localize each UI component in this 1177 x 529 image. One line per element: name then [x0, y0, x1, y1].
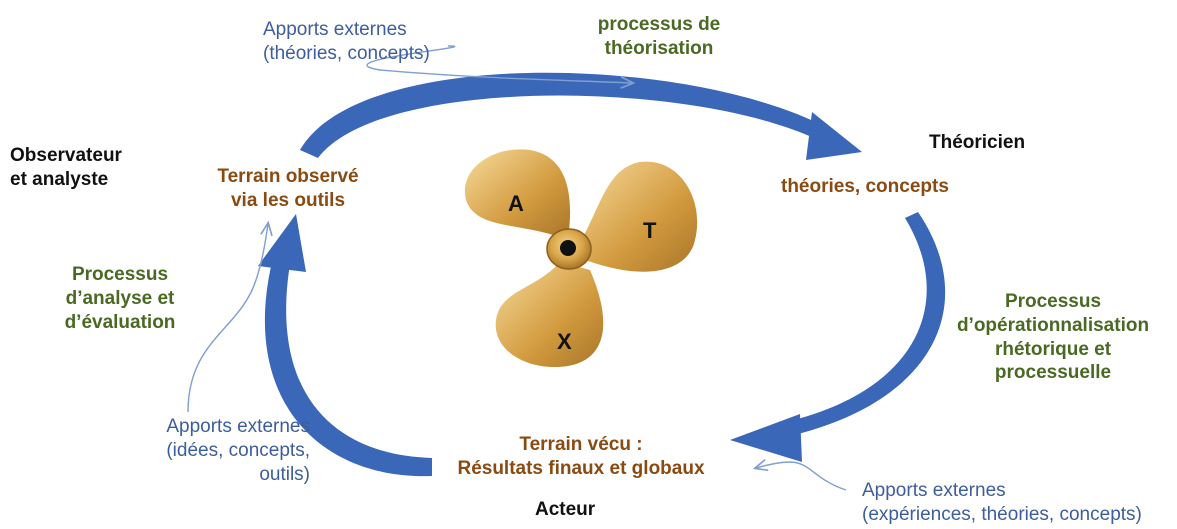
process-analysis: Processus d’analyse et d’évaluation	[45, 263, 195, 334]
role-observer: Observateur et analyste	[10, 144, 122, 192]
stage-observed-line-1: Terrain observé	[217, 166, 359, 187]
process-operationalisation-line-3: rhétorique et	[994, 338, 1112, 360]
process-analysis-line-2: d’analyse et	[65, 287, 175, 309]
propeller-blade-x	[495, 262, 604, 368]
external-input-bottom-line-1: Apports externes	[862, 480, 1006, 501]
input-arrow-top	[366, 45, 632, 83]
propeller-letter-a: A	[508, 191, 524, 216]
propeller-icon	[464, 149, 698, 368]
propeller-letter-t: T	[643, 218, 657, 243]
external-input-top-line-1: Apports externes	[263, 19, 407, 40]
input-arrow-bottom	[756, 462, 847, 491]
cycle-arrow-left	[258, 214, 432, 477]
external-input-bottom: Apports externes (expériences, théories,…	[862, 479, 1142, 527]
role-observer-line-1: Observateur	[10, 145, 122, 166]
stage-lived-line-1: Terrain vécu :	[519, 434, 643, 455]
stage-observed: Terrain observé via les outils	[198, 165, 378, 213]
process-operationalisation: Processus d’opérationnalisation rhétoriq…	[948, 290, 1158, 385]
external-input-left-line-3: outils)	[259, 463, 310, 485]
external-input-left-line-1: Apports externes	[166, 416, 310, 437]
process-analysis-line-1: Processus	[71, 264, 169, 285]
stage-lived-line-2: Résultats finaux et globaux	[457, 457, 705, 479]
stage-observed-line-2: via les outils	[230, 189, 346, 211]
process-operationalisation-line-2: d’opérationnalisation	[956, 314, 1150, 336]
input-arrow-left	[187, 224, 268, 413]
external-input-left: Apports externes (idées, concepts, outil…	[100, 415, 310, 486]
propeller-blade-a	[464, 149, 571, 238]
external-input-top: Apports externes (théories, concepts)	[263, 18, 430, 66]
process-operationalisation-line-4: processuelle	[994, 362, 1112, 384]
stage-lived: Terrain vécu : Résultats finaux et globa…	[436, 433, 726, 481]
external-input-bottom-line-2: (expériences, théories, concepts)	[862, 503, 1142, 525]
process-theorisation: processus de théorisation	[574, 13, 744, 61]
process-theorisation-line-1: processus de	[597, 14, 721, 35]
propeller-letter-x: X	[557, 329, 572, 354]
process-theorisation-line-2: théorisation	[604, 37, 714, 59]
propeller-blade-t	[578, 161, 698, 272]
process-analysis-line-3: d’évaluation	[64, 311, 176, 333]
process-operationalisation-line-1: Processus	[1004, 291, 1102, 312]
role-actor: Acteur	[535, 499, 596, 520]
stage-theories: théories, concepts	[781, 176, 949, 197]
propeller-hub-hole	[560, 240, 576, 256]
role-theorist: Théoricien	[929, 132, 1026, 153]
cycle-arrow-top	[300, 72, 862, 160]
cycle-arrow-right	[730, 212, 946, 462]
external-input-top-line-2: (théories, concepts)	[263, 42, 430, 64]
external-input-left-line-2: (idées, concepts,	[166, 439, 310, 461]
role-observer-line-2: et analyste	[10, 168, 109, 190]
